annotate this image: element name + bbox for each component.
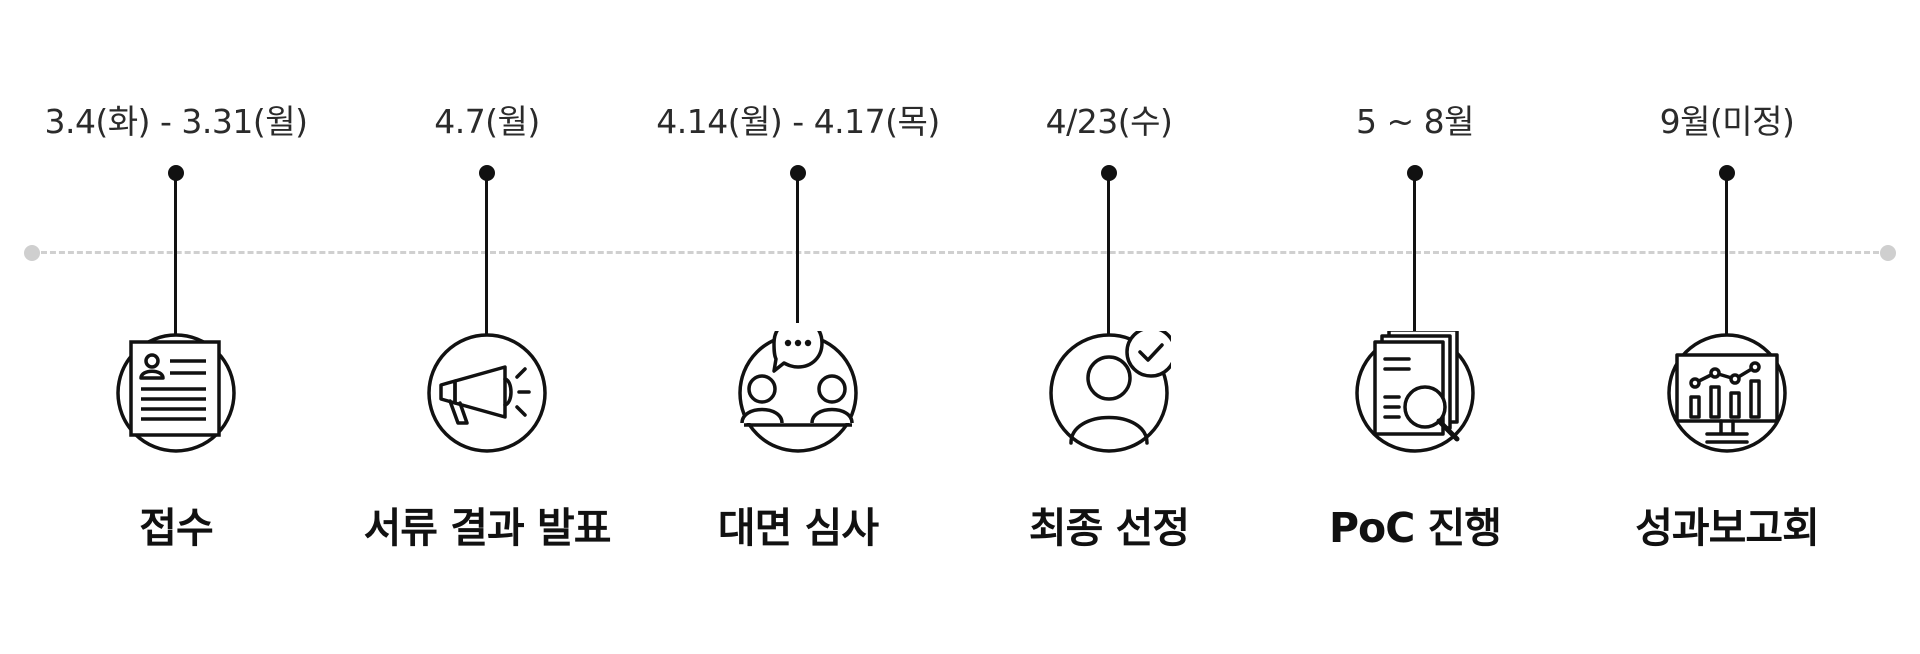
- step-date: 4/23(수): [1045, 102, 1173, 141]
- timeline-start-dot: [24, 245, 40, 261]
- pin-stem: [796, 173, 799, 323]
- step-label: PoC 진행: [1328, 504, 1502, 552]
- step-date: 9월(미정): [1659, 102, 1795, 141]
- pin-stem: [485, 173, 488, 350]
- timeline-end-dot: [1880, 245, 1896, 261]
- timeline-step-document-result: 4.7(월) 서류 결과 발표: [327, 0, 647, 654]
- step-label: 서류 결과 발표: [363, 504, 612, 552]
- report-chart-icon: [1667, 333, 1787, 453]
- selected-person-icon: [1049, 331, 1171, 453]
- megaphone-icon: [427, 333, 547, 453]
- interview-icon: [738, 331, 858, 453]
- timeline-step-poc: 5 ~ 8월 PoC 진행: [1255, 0, 1575, 654]
- step-date: 3.4(화) - 3.31(월): [44, 102, 308, 141]
- timeline-dashed-line: [32, 251, 1888, 254]
- step-label: 최종 선정: [1028, 504, 1190, 552]
- pin-stem: [1725, 173, 1728, 350]
- step-date: 5 ~ 8월: [1356, 102, 1474, 141]
- step-date: 4.7(월): [434, 102, 540, 141]
- timeline-step-interview: 4.14(월) - 4.17(목) 대면 심사: [638, 0, 958, 654]
- step-label: 접수: [139, 504, 213, 552]
- timeline-step-reception: 3.4(화) - 3.31(월) 접수: [16, 0, 336, 654]
- pin-stem: [174, 173, 177, 350]
- step-date: 4.14(월) - 4.17(목): [656, 102, 940, 141]
- pin-stem: [1107, 173, 1110, 350]
- timeline-step-performance-report: 9월(미정) 성과보고회: [1567, 0, 1887, 654]
- step-label: 성과보고회: [1635, 504, 1820, 552]
- timeline-step-final-selection: 4/23(수) 최종 선정: [949, 0, 1269, 654]
- application-document-icon: [116, 333, 236, 453]
- pin-stem: [1413, 173, 1416, 350]
- step-label: 대면 심사: [717, 504, 879, 552]
- document-review-icon: [1355, 331, 1475, 453]
